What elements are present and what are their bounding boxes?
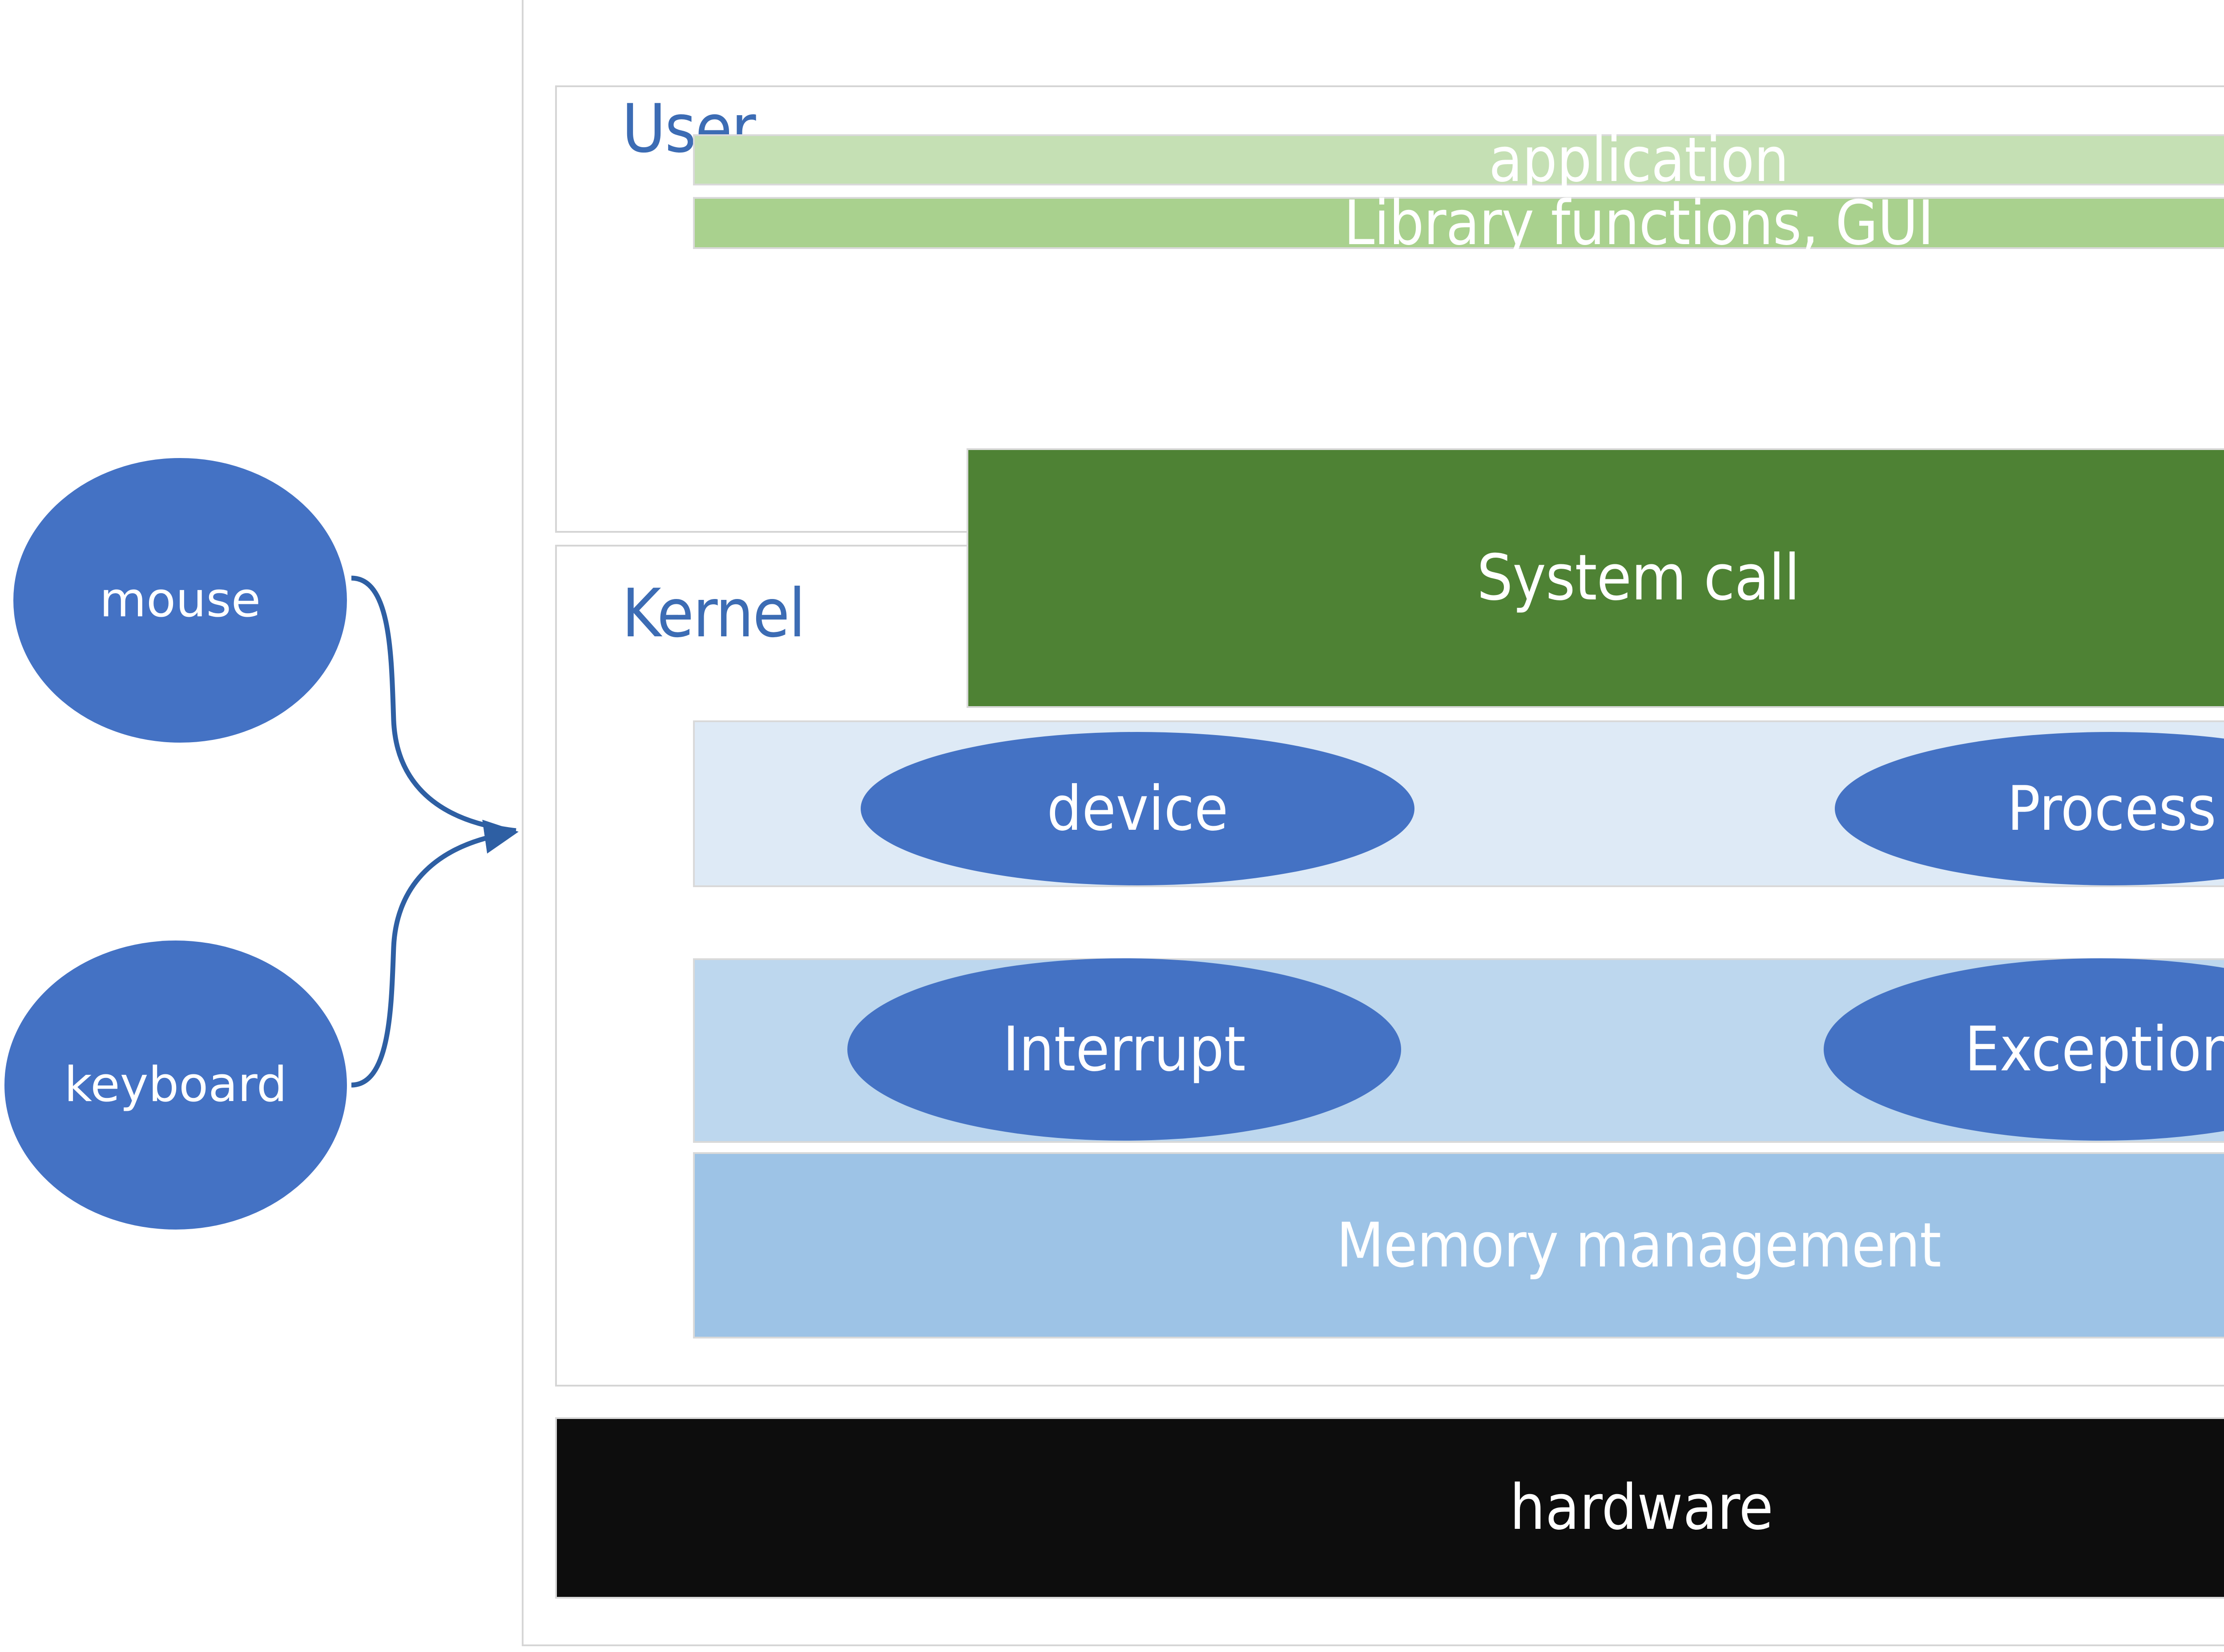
layer-application-label: application: [1489, 124, 1789, 196]
node-keyboard[interactable]: keyboard: [4, 941, 347, 1230]
layer-library-functions-gui[interactable]: Library functions, GUI: [693, 192, 2224, 253]
node-interrupt[interactable]: Interrupt: [847, 958, 1401, 1141]
node-interrupt-label: Interrupt: [1003, 1013, 1246, 1085]
layer-memory-management-label: Memory management: [1336, 1209, 1941, 1281]
layer-library-functions-gui-label: Library functions, GUI: [1344, 187, 1934, 259]
node-exception-label: Exception: [1965, 1013, 2224, 1085]
node-mouse-label: mouse: [99, 572, 261, 628]
kernel-section-label: Kernel: [622, 575, 806, 652]
node-device-label: device: [1047, 772, 1229, 844]
layer-application[interactable]: application: [693, 129, 2224, 190]
input-to-kernel-connector: [351, 575, 519, 1088]
layer-hardware-label: hardware: [1510, 1471, 1773, 1544]
node-mouse[interactable]: mouse: [13, 458, 347, 743]
node-keyboard-label: keyboard: [64, 1057, 287, 1113]
layer-memory-management[interactable]: Memory management: [693, 1152, 2224, 1338]
layer-system-call-label: System call: [1477, 541, 1800, 615]
node-process-label: Process: [2007, 772, 2216, 844]
layer-hardware[interactable]: hardware: [555, 1417, 2224, 1599]
connector-path-keyboard: [351, 820, 519, 1088]
layer-system-call[interactable]: System call: [967, 448, 2224, 708]
node-device[interactable]: device: [861, 732, 1414, 885]
connector-path-mouse: [351, 575, 516, 833]
